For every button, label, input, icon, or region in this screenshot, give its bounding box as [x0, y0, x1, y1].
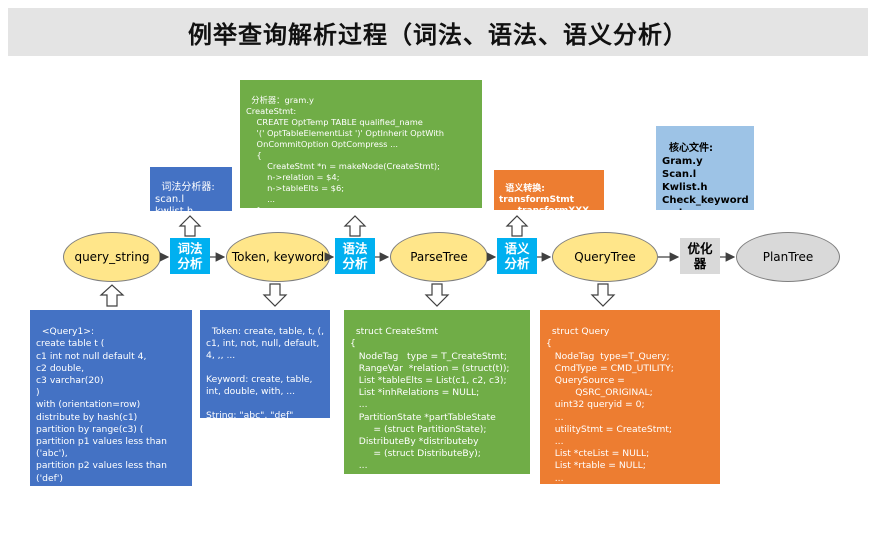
token-info-text: Token: create, table, t, (, c1, int, not…	[206, 326, 325, 418]
token-info-box: Token: create, table, t, (, c1, int, not…	[200, 310, 330, 418]
query-struct-text: struct Query { NodeTag type=T_Query; Cmd…	[546, 326, 674, 484]
lexer-files-text: 词法分析器: scan.l kwlist.h	[155, 182, 215, 211]
semantic-convert-text: 语义转换: transformStmt transformXXX	[499, 184, 589, 210]
grammar-box: 分析器：gram.y CreateStmt: CREATE OptTemp TA…	[240, 80, 482, 208]
semantic-convert-box: 语义转换: transformStmt transformXXX	[494, 170, 604, 210]
up-arrow-query-string	[99, 284, 125, 307]
hollow-arrows	[99, 215, 616, 307]
create-stmt-box: struct CreateStmt { NodeTag type = T_Cre…	[344, 310, 530, 474]
stage-syntax: 语法 分析	[335, 238, 375, 274]
page-title: 例举查询解析过程（词法、语法、语义分析）	[188, 20, 688, 49]
up-arrow-lexical	[178, 215, 202, 237]
node-parsetree-label: ParseTree	[410, 250, 468, 264]
stage-semantic: 语义 分析	[497, 238, 537, 274]
query1-text: <Query1>: create table t ( c1 int not nu…	[36, 326, 167, 486]
node-query-string: query_string	[63, 232, 161, 282]
title-bar: 例举查询解析过程（词法、语法、语义分析）	[8, 8, 868, 56]
node-token-label: Token, keyword	[231, 250, 325, 264]
node-plantree-label: PlanTree	[762, 250, 814, 264]
create-stmt-text: struct CreateStmt { NodeTag type = T_Cre…	[350, 326, 510, 474]
query-struct-box: struct Query { NodeTag type=T_Query; Cmd…	[540, 310, 720, 484]
node-querytree-label: QueryTree	[574, 250, 636, 264]
lexer-files-box: 词法分析器: scan.l kwlist.h	[150, 167, 232, 211]
stage-optimize-label: 优化 器	[687, 241, 713, 271]
node-querytree: QueryTree	[552, 232, 658, 282]
stage-lexical-label: 词法 分析	[177, 241, 203, 271]
up-arrow-semantic	[505, 215, 529, 237]
node-query-string-label: query_string	[74, 250, 150, 264]
up-arrow-syntax	[343, 215, 367, 237]
grammar-text: 分析器：gram.y CreateStmt: CREATE OptTemp TA…	[246, 95, 445, 208]
stage-semantic-label: 语义 分析	[504, 241, 530, 271]
down-arrow-parsetree	[424, 283, 450, 307]
down-arrow-querytree	[590, 283, 616, 307]
down-arrow-token	[262, 283, 288, 307]
core-files-box: 核心文件: Gram.y Scan.l Kwlist.h Check_keywo…	[656, 126, 754, 210]
stage-lexical: 词法 分析	[170, 238, 210, 274]
node-parsetree: ParseTree	[390, 232, 488, 282]
query1-box: <Query1>: create table t ( c1 int not nu…	[30, 310, 192, 486]
core-files-text: 核心文件: Gram.y Scan.l Kwlist.h Check_keywo…	[662, 143, 749, 210]
stage-optimize: 优化 器	[680, 238, 720, 274]
stage-syntax-label: 语法 分析	[342, 241, 368, 271]
node-plantree: PlanTree	[736, 232, 840, 282]
